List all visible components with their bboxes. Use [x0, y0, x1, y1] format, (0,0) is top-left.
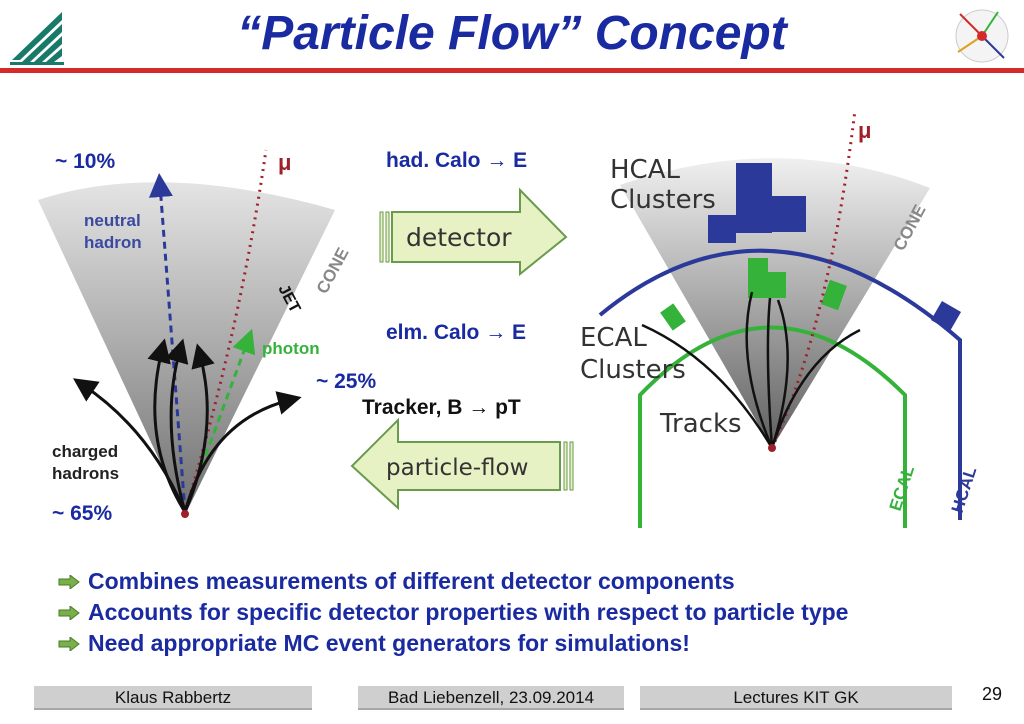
muon-track-left — [183, 149, 268, 513]
detector-arrow: detector — [379, 187, 568, 277]
bullet-text: Need appropriate MC event generators for… — [88, 630, 690, 656]
ecal-ring-label: ECAL — [886, 463, 918, 513]
neutral-label-2: hadron — [84, 233, 142, 252]
cone-label-left: CONE — [313, 245, 353, 297]
right-track-2 — [745, 291, 774, 449]
event-display-logo-icon — [955, 9, 1009, 63]
hcal-cluster-4 — [930, 300, 962, 332]
hcal-cluster-3 — [772, 196, 806, 232]
title-underline — [0, 68, 1024, 73]
left-jet-diagram: ~ 10% μ neutral hadron CONE JET photon ~… — [38, 149, 376, 525]
ecal-cluster-3 — [768, 272, 786, 298]
neutral-label-1: neutral — [84, 211, 141, 230]
ecal-clusters-label-1: ECAL — [580, 323, 647, 353]
tracker-label: Tracker, B → pT — [362, 396, 521, 419]
hcal-cluster-2 — [736, 163, 772, 233]
middle-section: had. Calo → E detector elm. Calo → E Tra… — [350, 149, 574, 511]
bullet-item: Need appropriate MC event generators for… — [58, 628, 848, 659]
right-detector-diagram: μ HCAL Clusters CONE ECAL Clusters Track… — [580, 109, 981, 528]
bullet-arrow-icon — [58, 574, 80, 589]
detector-label: detector — [406, 223, 512, 252]
right-track-5 — [770, 328, 861, 449]
charged-track-2 — [147, 338, 187, 513]
pct-neutral: ~ 10% — [55, 150, 115, 173]
had-calo-label: had. Calo → E — [386, 149, 527, 172]
hcal-clusters-label-1: HCAL — [610, 155, 680, 185]
bullet-arrow-icon — [58, 636, 80, 651]
charged-track-5 — [183, 391, 302, 513]
photon-label: photon — [262, 339, 320, 358]
ecal-cluster-4 — [821, 279, 847, 311]
particle-flow-label: particle-flow — [386, 455, 528, 481]
ecal-cluster-1 — [660, 303, 686, 331]
ecal-clusters-label-2: Clusters — [580, 355, 686, 385]
ecal-ring — [638, 325, 907, 528]
right-jet-cone — [620, 158, 930, 448]
pct-charged: ~ 65% — [52, 502, 112, 525]
footer-lecture: Lectures KIT GK — [640, 686, 952, 710]
bullet-item: Accounts for specific detector propertie… — [58, 597, 848, 628]
bullet-item: Combines measurements of different detec… — [58, 566, 848, 597]
bullet-list: Combines measurements of different detec… — [58, 566, 848, 659]
bullet-arrow-icon — [58, 605, 80, 620]
right-track-1 — [641, 323, 774, 449]
tracks-label: Tracks — [659, 409, 742, 439]
right-track-3 — [766, 297, 774, 449]
bullet-text: Accounts for specific detector propertie… — [88, 599, 849, 625]
page-number: 29 — [981, 684, 1002, 704]
charged-track-3 — [165, 338, 189, 513]
particle-flow-arrow: particle-flow — [350, 417, 574, 511]
hcal-cluster-1 — [708, 215, 736, 243]
hcal-clusters-label-2: Clusters — [610, 185, 716, 215]
charged-label-2: hadrons — [52, 464, 119, 483]
slide-title: “Particle Flow” Concept — [237, 7, 787, 60]
elm-calo-label: elm. Calo → E — [386, 321, 526, 344]
hcal-ring — [598, 248, 962, 520]
kit-logo-icon — [10, 12, 64, 65]
mu-label-left: μ — [278, 150, 291, 175]
pct-photon: ~ 25% — [316, 370, 376, 393]
charged-label-1: charged — [52, 442, 118, 461]
mu-label-right: μ — [858, 118, 871, 143]
neutral-hadron-track — [148, 173, 187, 513]
charged-track-1 — [73, 378, 187, 513]
footer-author: Klaus Rabbertz — [34, 686, 312, 710]
hcal-ring-label: HCAL — [948, 464, 981, 515]
bullet-text: Combines measurements of different detec… — [88, 568, 735, 594]
muon-track-right — [770, 109, 857, 449]
ecal-cluster-2 — [748, 258, 768, 298]
footer-place-date: Bad Liebenzell, 23.09.2014 — [358, 686, 624, 710]
